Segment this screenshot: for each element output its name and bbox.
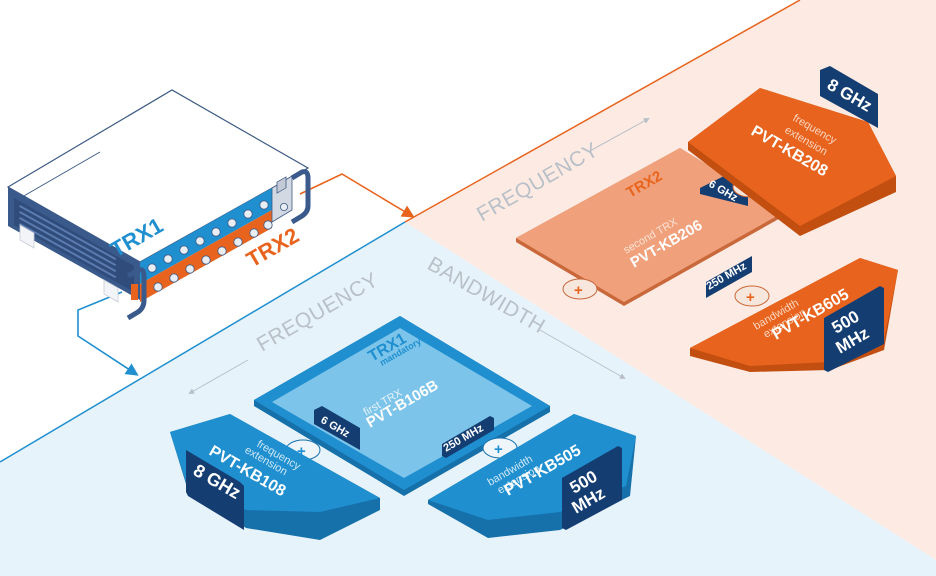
- trx1-connector-arrow: [77, 291, 139, 376]
- svg-text:+: +: [746, 289, 755, 306]
- bandwidth-axis-arrow: [539, 329, 626, 379]
- connector-row-trx1: [147, 200, 269, 273]
- trx2-connector-arrow: [299, 173, 415, 218]
- trx2-board[interactable]: TRX2 second TRX PVT-KB206 6 GHz 250 MHz: [516, 148, 784, 306]
- connector-row-trx2: [153, 220, 273, 292]
- trx2-bandwidth-extension-module[interactable]: bandwidth extension PVT-KB605 500 MHz: [690, 258, 898, 372]
- trx1-board[interactable]: TRX1 mandatory first TRX PVT-B106B 6 GHz…: [254, 316, 550, 496]
- instrument-device: TRX1 TRX2: [6, 89, 311, 321]
- trx1-bandwidth-extension-module[interactable]: bandwidth extension PVT-KB505 500 MHz: [428, 414, 636, 538]
- right-handle: [290, 169, 311, 225]
- trx2-frequency-extension-module[interactable]: frequency extension PVT-KB208 8 GHz: [688, 66, 896, 236]
- trx1-frequency-extension-module[interactable]: frequency extension PVT-KB108 8 GHz: [170, 414, 380, 540]
- trx1-frequency-axis-arrow: [188, 359, 249, 394]
- left-handle: [126, 267, 147, 321]
- trx2-region-border: [404, 0, 801, 223]
- trx2-plus-bw-ext[interactable]: +: [734, 285, 770, 307]
- trx2-plus-left[interactable]: +: [562, 278, 598, 300]
- svg-text:+: +: [574, 282, 583, 299]
- trx2-be-badge: 500 MHz: [824, 286, 884, 372]
- svg-text:+: +: [297, 443, 306, 460]
- svg-text:+: +: [494, 441, 503, 458]
- trx2-frequency-axis-arrow: [587, 118, 650, 153]
- trx1-region-border: [0, 221, 406, 463]
